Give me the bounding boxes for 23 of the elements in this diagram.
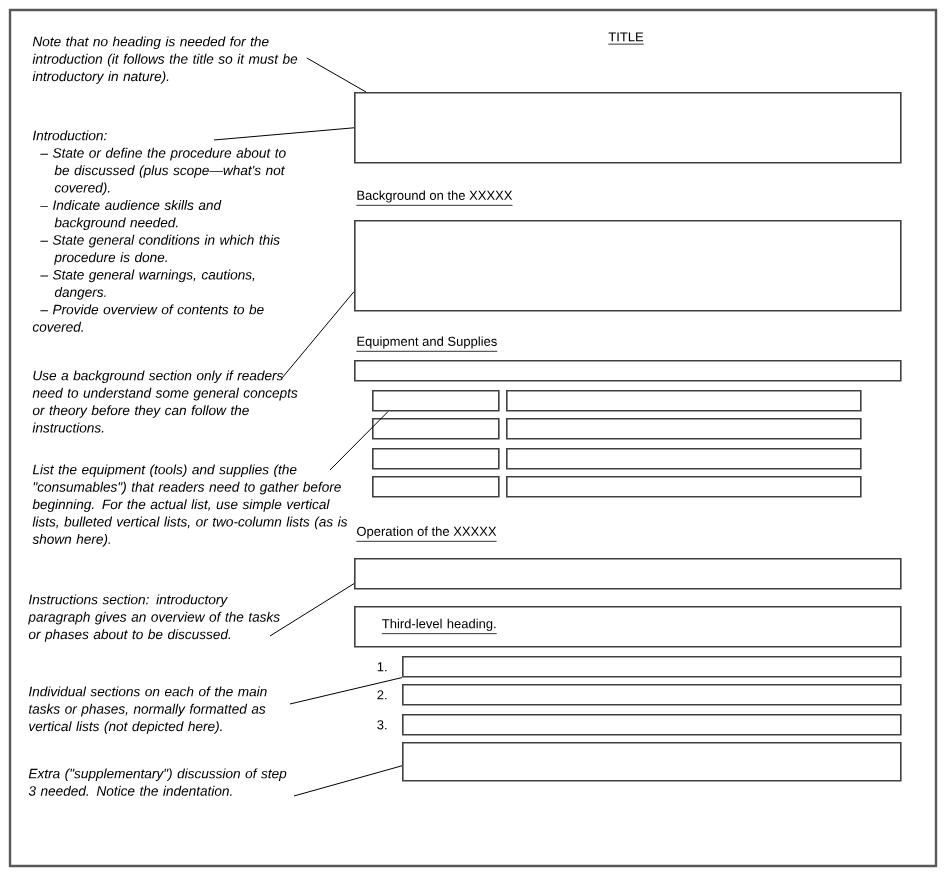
placeholder-box: [372, 390, 500, 412]
leader-line: [289, 677, 403, 705]
placeholder-box: [402, 656, 902, 678]
placeholder-box: [402, 684, 902, 706]
placeholder-box: [402, 742, 902, 782]
leader-line: [213, 127, 355, 141]
placeholder-box: [506, 476, 862, 498]
placeholder-box: [354, 558, 902, 590]
leader-line: [269, 583, 355, 637]
placeholder-box: [402, 714, 902, 736]
leader-line: [281, 291, 355, 379]
placeholder-box: [506, 390, 862, 412]
placeholder-box: [506, 448, 862, 470]
placeholder-box: [354, 360, 902, 382]
placeholder-box: [372, 418, 500, 440]
placeholder-box: [372, 448, 500, 470]
placeholder-box: [354, 220, 902, 312]
placeholder-box: [506, 418, 862, 440]
leader-line: [329, 411, 389, 471]
leader-line: [306, 57, 367, 93]
placeholder-box: [372, 476, 500, 498]
leader-line: [293, 765, 403, 797]
placeholder-box: [354, 92, 902, 164]
